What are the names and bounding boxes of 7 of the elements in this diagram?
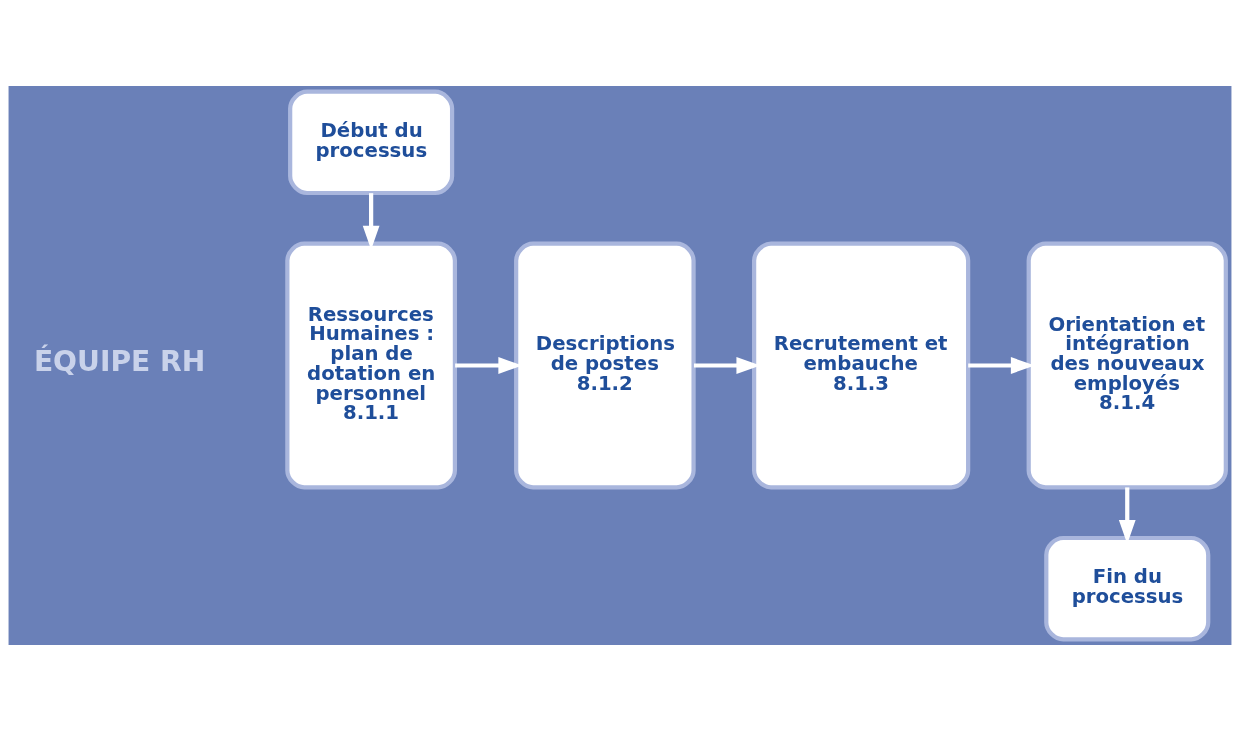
node-box: Descriptions de postes 8.1.2 — [514, 241, 696, 490]
label: ÉQUIPE RH — [33, 345, 206, 379]
node-box: Ressources Humaines : plan de dotation en personnel 8.1.1 — [285, 241, 457, 490]
node-box: Recrutement et embauche 8.1.3 — [752, 241, 971, 490]
node-box: Fin du processus — [1044, 535, 1211, 642]
node-box: Début du processus — [288, 89, 455, 196]
node-box: Orientation et intégration des nouveaux employés 8.1.4 — [1026, 241, 1228, 490]
